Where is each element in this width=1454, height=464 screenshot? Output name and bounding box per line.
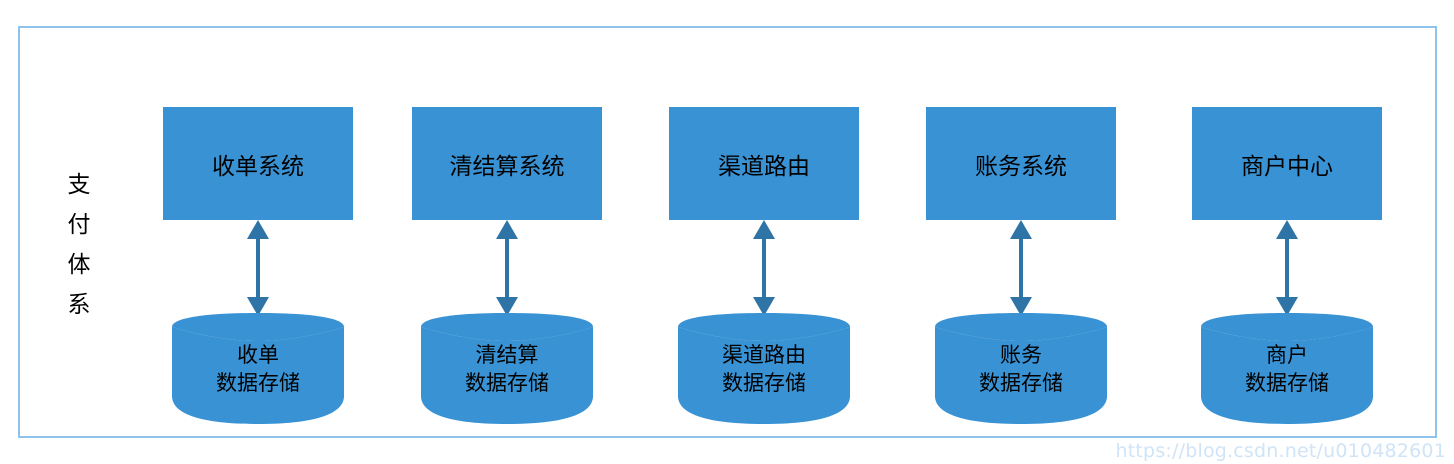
system-box[interactable]: 渠道路由 — [669, 107, 859, 220]
system-box-label: 清结算系统 — [449, 153, 565, 180]
diagram-frame: 支 付 体 系 收单系统 收单 数据存储 — [18, 26, 1437, 438]
datastore-label-line1: 商户 — [1266, 342, 1308, 367]
group-label-char: 体 — [67, 252, 91, 278]
datastore-label-line2: 数据存储 — [1245, 370, 1329, 395]
group-label-char: 付 — [67, 212, 91, 238]
double-arrow-icon — [1006, 220, 1036, 316]
group-label-char: 系 — [67, 292, 91, 318]
datastore-label: 渠道路由 数据存储 — [678, 313, 850, 424]
datastore-label-line1: 收单 — [237, 342, 279, 367]
datastore-label-line2: 数据存储 — [465, 370, 549, 395]
double-arrow-icon — [749, 220, 779, 316]
group-label-payment-system: 支 付 体 系 — [62, 160, 96, 330]
column-merchant-center: 商户中心 商户 数据存储 — [1192, 107, 1382, 424]
system-box[interactable]: 收单系统 — [163, 107, 353, 220]
datastore-label-line2: 数据存储 — [979, 370, 1063, 395]
datastore-cylinder[interactable]: 账务 数据存储 — [935, 313, 1107, 424]
datastore-label-line1: 账务 — [1000, 342, 1042, 367]
column-accounting: 账务系统 账务 数据存储 — [926, 107, 1116, 424]
double-arrow-icon — [243, 220, 273, 316]
double-arrow-icon — [492, 220, 522, 316]
datastore-label-line2: 数据存储 — [722, 370, 806, 395]
datastore-label-line1: 清结算 — [475, 342, 539, 367]
datastore-label: 收单 数据存储 — [172, 313, 344, 424]
column-channel-routing: 渠道路由 渠道路由 数据存储 — [669, 107, 859, 424]
watermark: https://blog.csdn.net/u010482601 — [1115, 440, 1446, 462]
system-box[interactable]: 商户中心 — [1192, 107, 1382, 220]
datastore-label: 商户 数据存储 — [1201, 313, 1373, 424]
system-box-label: 渠道路由 — [718, 153, 810, 180]
datastore-label: 清结算 数据存储 — [421, 313, 593, 424]
column-clearing-settlement: 清结算系统 清结算 数据存储 — [412, 107, 602, 424]
datastore-label-line2: 数据存储 — [216, 370, 300, 395]
double-arrow-icon — [1272, 220, 1302, 316]
group-label-char: 支 — [67, 172, 91, 198]
system-box-label: 收单系统 — [212, 153, 304, 180]
datastore-cylinder[interactable]: 渠道路由 数据存储 — [678, 313, 850, 424]
datastore-cylinder[interactable]: 收单 数据存储 — [172, 313, 344, 424]
datastore-label-line1: 渠道路由 — [722, 342, 806, 367]
datastore-cylinder[interactable]: 清结算 数据存储 — [421, 313, 593, 424]
system-box-label: 商户中心 — [1241, 153, 1333, 180]
column-acquiring: 收单系统 收单 数据存储 — [163, 107, 353, 424]
datastore-label: 账务 数据存储 — [935, 313, 1107, 424]
system-box-label: 账务系统 — [975, 153, 1067, 180]
system-box[interactable]: 清结算系统 — [412, 107, 602, 220]
datastore-cylinder[interactable]: 商户 数据存储 — [1201, 313, 1373, 424]
system-box[interactable]: 账务系统 — [926, 107, 1116, 220]
